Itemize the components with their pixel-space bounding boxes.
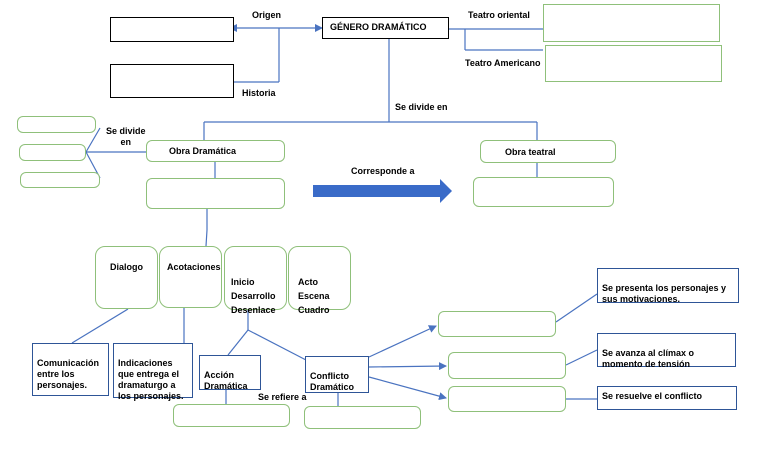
obra-dramatica-node: Obra Dramática <box>146 140 285 162</box>
obra-teatral-empty-box <box>473 177 614 207</box>
dialogo-label: Dialogo <box>110 262 143 272</box>
acotaciones-label: Acotaciones <box>167 262 221 272</box>
historia-label: Historia <box>242 88 276 98</box>
accion-dramatica-text: Acción Dramática <box>204 370 248 391</box>
se-refiere-a-label: Se refiere a <box>258 392 307 402</box>
corresponde-a-label: Corresponde a <box>351 166 415 176</box>
stage-empty-box-3 <box>448 386 566 412</box>
small-empty-box-2 <box>19 144 86 161</box>
desarrollo-description-box: Se avanza al clímax o momento de tensión <box>597 333 736 369</box>
accion-dramatica-box: Acción Dramática <box>199 355 261 391</box>
teatro-americano-label: Teatro Americano <box>465 58 541 68</box>
se-divide-en-left-label: Se divide en <box>106 126 146 147</box>
conflicto-dramatico-box: Conflicto Dramático <box>305 356 369 393</box>
dialogo-node: Dialogo <box>95 246 158 309</box>
teatro-americano-box <box>545 45 722 82</box>
acotaciones-node: Acotaciones <box>159 246 222 308</box>
indicaciones-box: Indicaciones que entrega el dramaturgo a… <box>113 343 193 401</box>
teatro-oriental-box <box>543 4 720 42</box>
obra-teatral-node: Obra teatral <box>480 140 616 163</box>
corresponde-arrow <box>313 179 452 203</box>
teatro-oriental-label: Teatro oriental <box>468 10 530 20</box>
small-empty-box-1 <box>17 116 96 133</box>
small-empty-box-3 <box>20 172 100 188</box>
stage-empty-box-2 <box>448 352 566 379</box>
historia-empty-box <box>110 64 234 98</box>
comunicacion-box: Comunicación entre los personajes. <box>32 343 109 396</box>
accion-empty-box <box>173 404 290 427</box>
origen-empty-box <box>110 17 234 42</box>
se-divide-en-label: Se divide en <box>395 102 448 112</box>
estructura-label: Inicio Desarrollo Desenlace <box>231 277 276 315</box>
inicio-description-box: Se presenta los personajes y sus motivac… <box>597 268 739 304</box>
desenlace-description-box: Se resuelve el conflicto <box>597 386 737 410</box>
obra-teatral-label: Obra teatral <box>505 147 556 157</box>
origen-label: Origen <box>252 10 282 20</box>
comunicacion-text: Comunicación entre los personajes. <box>37 358 100 390</box>
conflicto-dramatico-text: Conflicto Dramático <box>310 371 355 392</box>
division-node: Acto Escena Cuadro <box>288 246 351 315</box>
conflicto-empty-box <box>304 406 421 429</box>
inicio-description-text: Se presenta los personajes y sus motivac… <box>602 283 727 304</box>
obra-dramatica-label: Obra Dramática <box>169 146 237 156</box>
indicaciones-text: Indicaciones que entrega el dramaturgo a… <box>118 358 184 401</box>
obra-dramatica-empty-box <box>146 178 285 209</box>
stage-empty-box-1 <box>438 311 556 337</box>
desenlace-description-text: Se resuelve el conflicto <box>602 391 703 401</box>
division-label: Acto Escena Cuadro <box>298 277 330 315</box>
estructura-node: Inicio Desarrollo Desenlace <box>224 246 287 315</box>
root-title: GÉNERO DRAMÁTICO <box>330 22 427 32</box>
desarrollo-description-text: Se avanza al clímax o momento de tensión <box>602 348 695 369</box>
root-node: GÉNERO DRAMÁTICO <box>322 17 449 39</box>
